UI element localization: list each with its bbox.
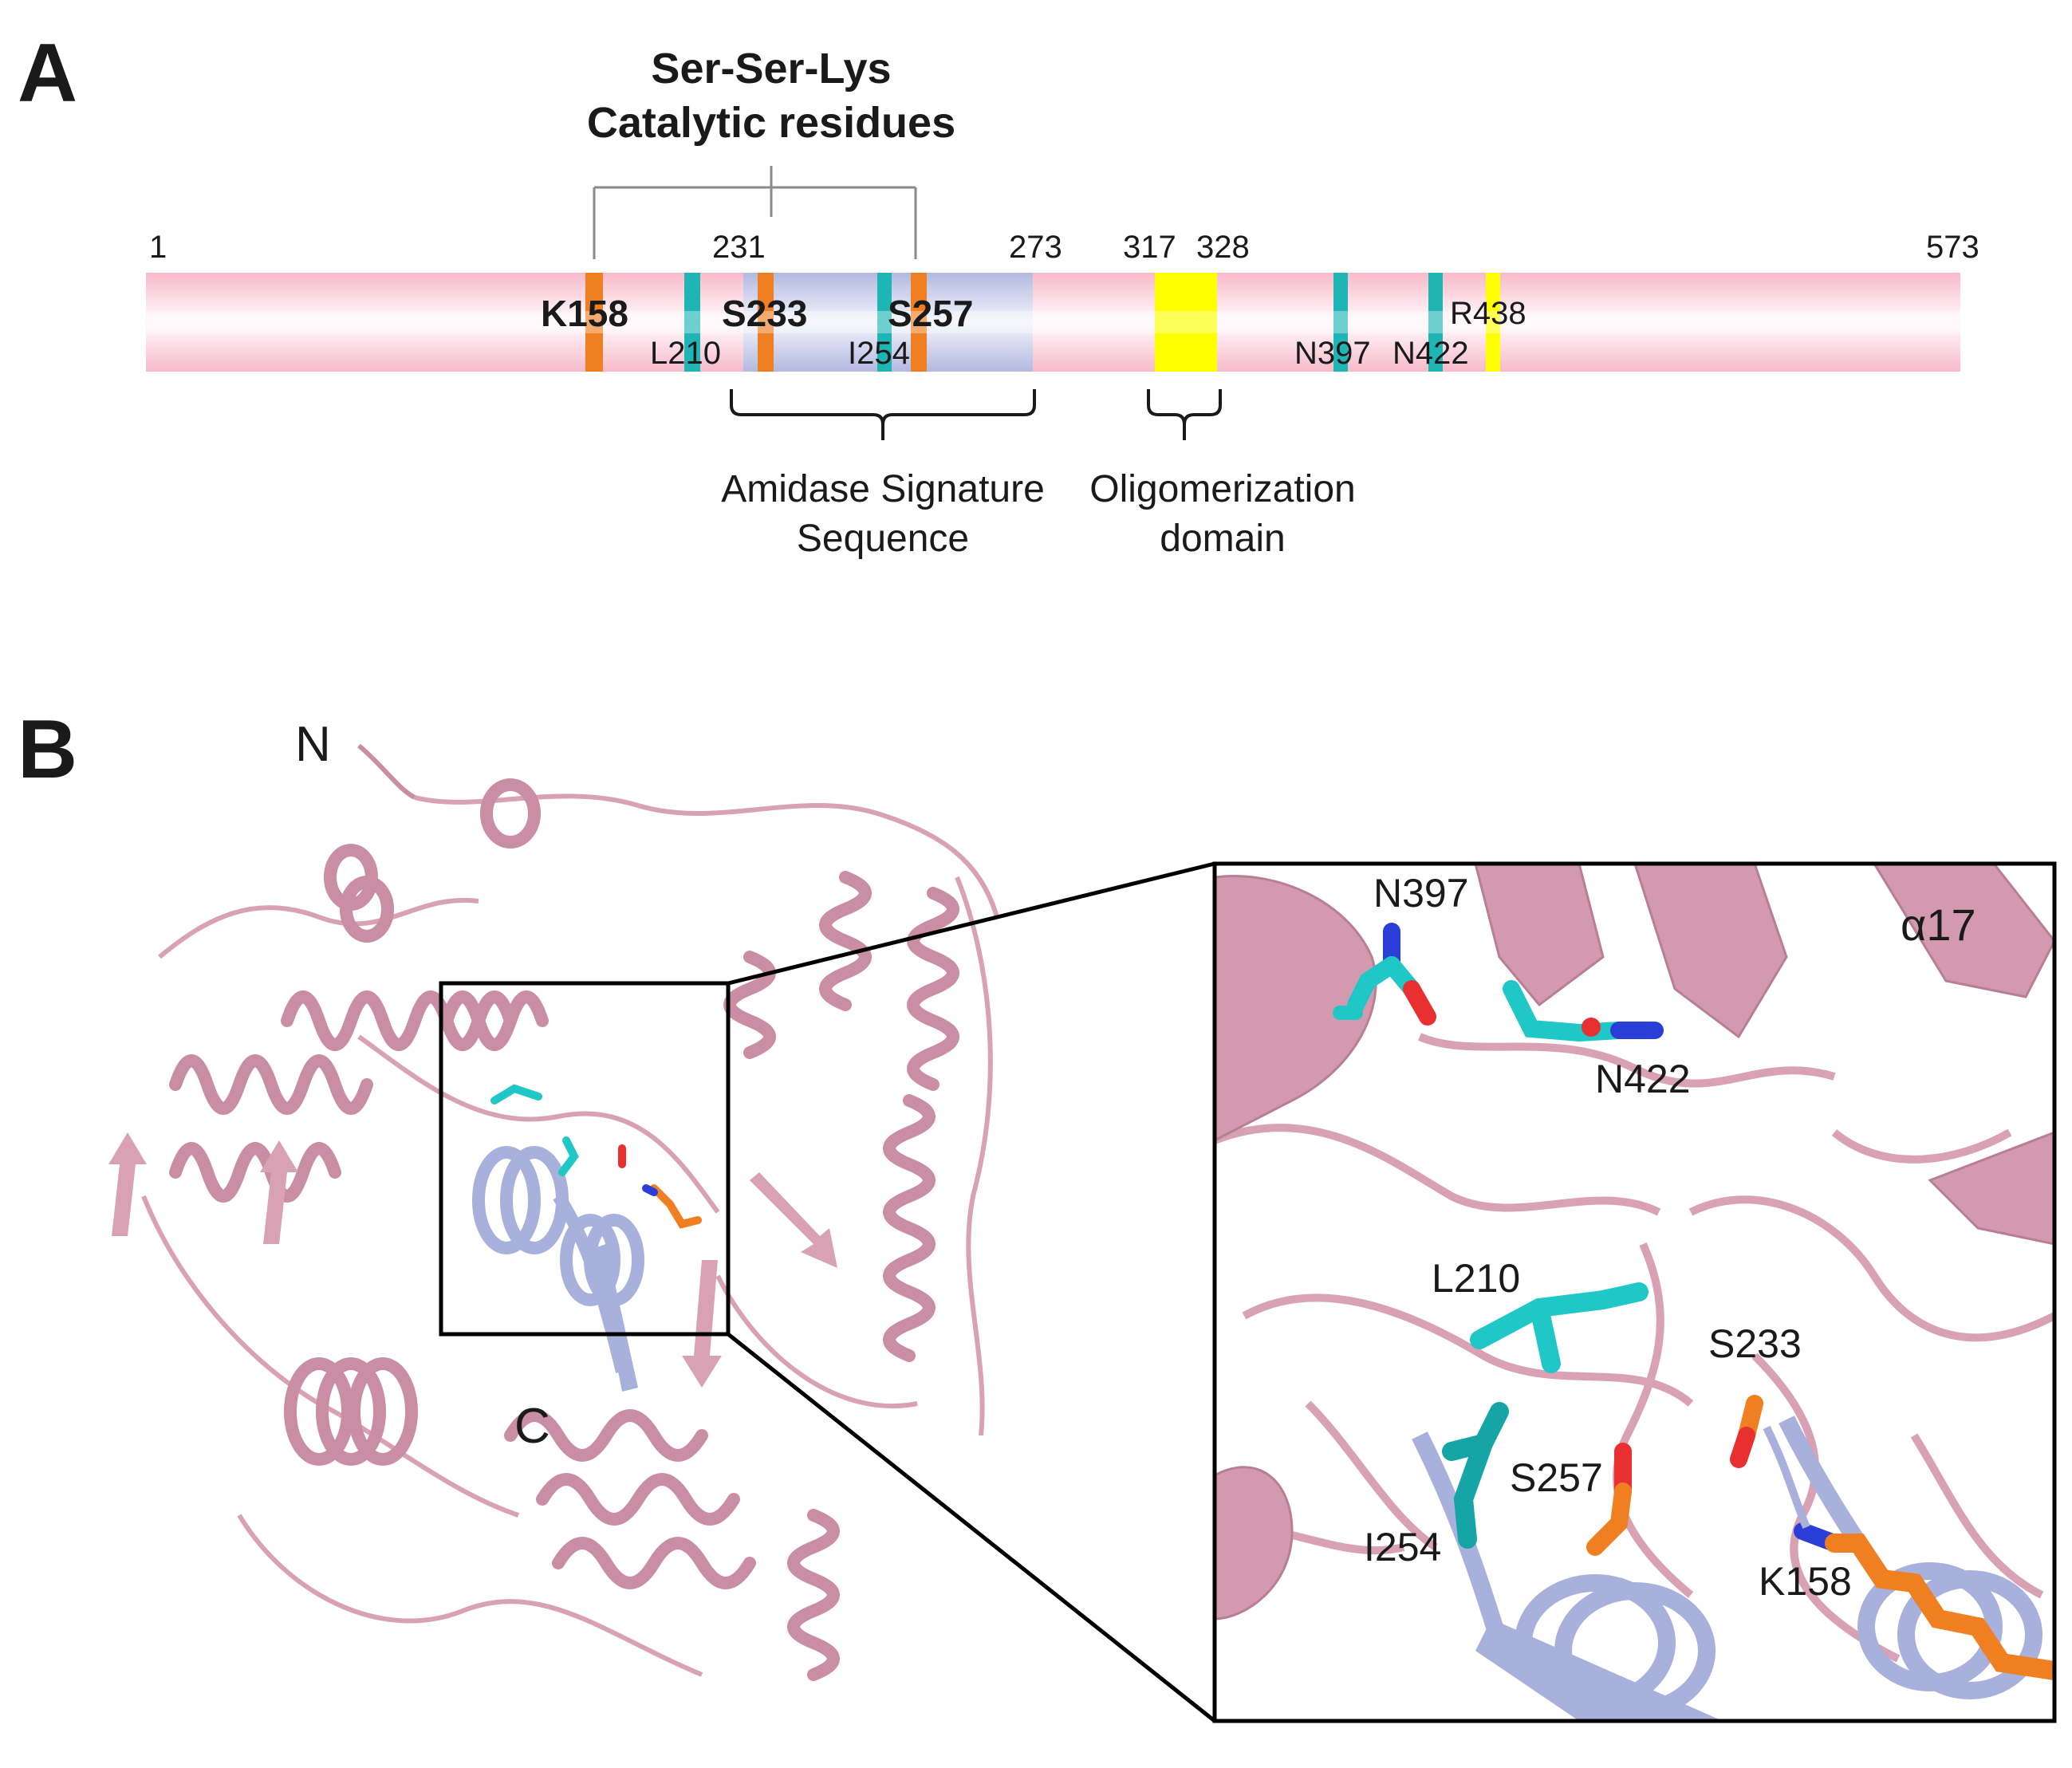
n-terminus-label: N: [295, 717, 331, 772]
label-r438: R438: [1450, 296, 1526, 331]
zoom-label-alpha17: α17: [1901, 900, 1976, 950]
n397-marker: [1333, 273, 1348, 372]
s233-marker: [758, 273, 774, 372]
position-573: 573: [1926, 230, 1979, 265]
s257-marker: [911, 273, 927, 372]
protein-structure-cartoon: [108, 743, 999, 1681]
label-s233: S233: [722, 293, 808, 334]
label-l210: L210: [650, 336, 721, 371]
oligomerization-label-line1: Oligomerization: [1089, 468, 1356, 510]
k158-marker: [585, 273, 603, 372]
panel-b-letter: B: [18, 703, 78, 796]
zoom-label-n422: N422: [1595, 1057, 1691, 1101]
catalytic-title-line2: Catalytic residues: [586, 99, 956, 147]
panel-a-letter: A: [18, 27, 78, 120]
zoom-projection-bottom: [727, 1333, 1216, 1723]
oligomerization-region: [1155, 273, 1217, 372]
catalytic-bracket: [593, 166, 917, 259]
position-273: 273: [1009, 230, 1062, 265]
zoom-label-s257: S257: [1510, 1455, 1603, 1500]
label-i254: I254: [848, 336, 910, 371]
position-328: 328: [1196, 230, 1250, 265]
position-1: 1: [149, 230, 167, 265]
zoom-label-i254: I254: [1364, 1525, 1442, 1569]
zoom-label-n397: N397: [1373, 871, 1469, 916]
zoomed-active-site: [1212, 861, 2057, 1723]
domain-bar: [146, 273, 1960, 372]
label-s257: S257: [888, 293, 974, 334]
label-n397: N397: [1294, 336, 1371, 371]
oligomerization-bracket: [1147, 389, 1222, 440]
zoom-projection-top: [727, 861, 1215, 986]
n422-marker: [1428, 273, 1443, 372]
amidase-label-line1: Amidase Signature: [721, 468, 1045, 510]
c-terminus-label: C: [514, 1399, 550, 1454]
overview-zoom-box: [439, 981, 731, 1337]
position-317: 317: [1123, 230, 1176, 265]
zoom-label-k158: K158: [1759, 1559, 1852, 1604]
r438-marker: [1486, 273, 1500, 372]
l210-marker: [684, 273, 700, 372]
zoom-frame: [1212, 861, 2057, 1723]
label-k158: K158: [541, 293, 628, 334]
zoom-label-l210: L210: [1432, 1256, 1521, 1301]
amidase-bracket: [730, 389, 1036, 440]
zoom-label-s233: S233: [1708, 1321, 1802, 1366]
amidase-label-line2: Sequence: [796, 518, 970, 560]
i254-marker: [877, 273, 892, 372]
label-n422: N422: [1392, 336, 1469, 371]
catalytic-title-line1: Ser-Ser-Lys: [651, 45, 892, 93]
position-231: 231: [712, 230, 766, 265]
oligomerization-label-line2: domain: [1160, 518, 1286, 560]
